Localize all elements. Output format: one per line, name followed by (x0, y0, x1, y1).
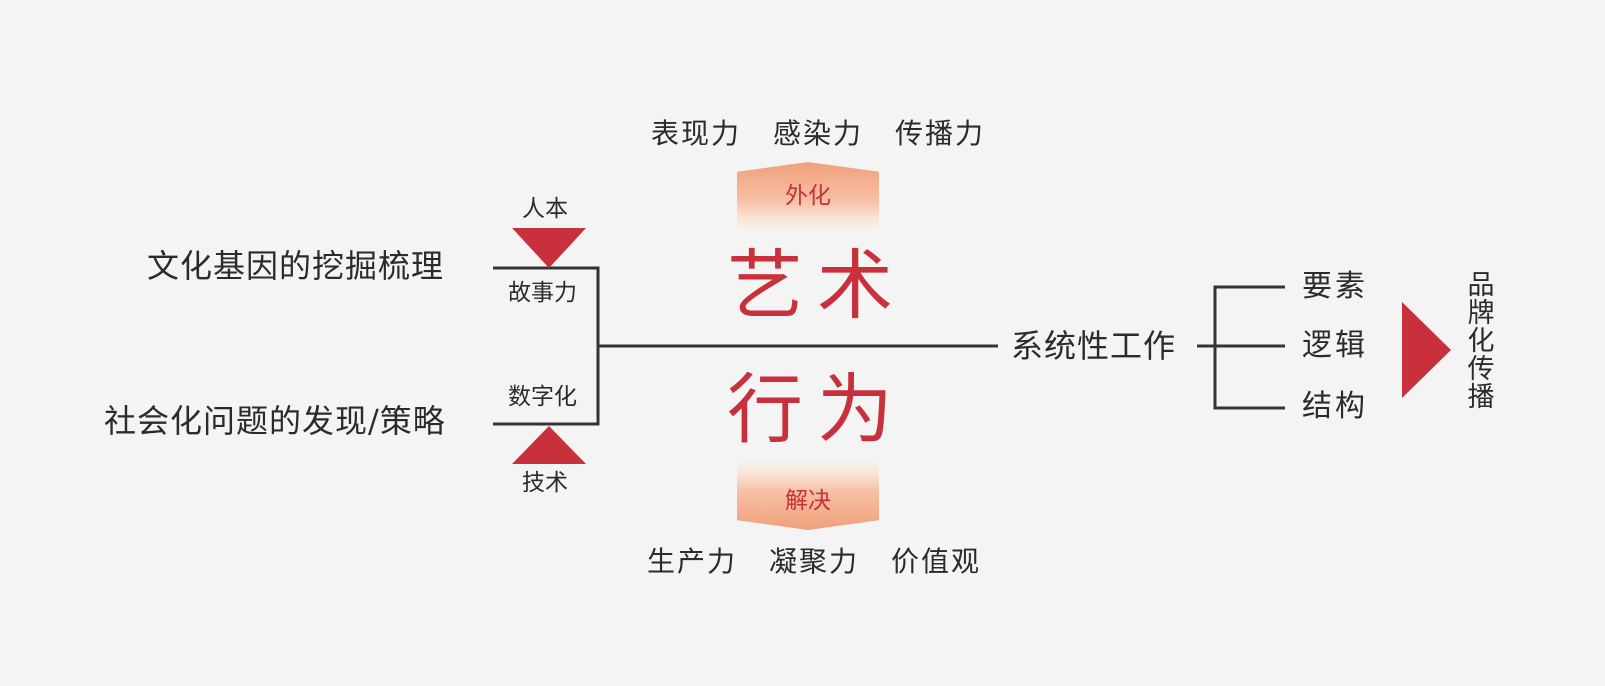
systematic-work-label: 系统性工作 (1011, 327, 1177, 365)
top-branch-tag: 故事力 (508, 280, 577, 306)
keyword-top-1: 表现力 (651, 117, 742, 150)
solve-arrow-label: 解决 (785, 488, 831, 514)
right-item-structure: 结构 (1302, 389, 1368, 424)
top-marker-label: 人本 (522, 196, 568, 222)
right-triangle-arrow (1402, 302, 1451, 398)
bottom-marker-label: 技术 (522, 470, 568, 496)
right-item-elements: 要素 (1302, 269, 1368, 304)
keyword-top-2: 感染力 (773, 117, 864, 150)
outward-arrow-label: 外化 (785, 183, 831, 209)
left-top-label: 文化基因的挖掘梳理 (147, 247, 445, 285)
up-triangle-marker (512, 426, 586, 464)
behavior-title: 行为 (727, 365, 907, 454)
right-item-logic: 逻辑 (1302, 328, 1368, 363)
keyword-top-3: 传播力 (895, 117, 986, 150)
keyword-bottom-1: 生产力 (647, 545, 738, 578)
keyword-bottom-3: 价值观 (891, 545, 982, 578)
brand-communication-label: 品牌化传播 (1467, 270, 1495, 413)
solve-arrow-shape: 解决 (737, 460, 879, 530)
down-triangle-marker (512, 228, 586, 268)
left-bottom-label: 社会化问题的发现/策略 (104, 402, 446, 440)
bottom-branch-tag: 数字化 (508, 384, 577, 410)
bottom-keywords-row: 生产力凝聚力价值观 (647, 548, 1013, 576)
keyword-bottom-2: 凝聚力 (769, 545, 860, 578)
art-title: 艺术 (727, 241, 907, 330)
outward-arrow-shape: 外化 (737, 162, 879, 232)
top-keywords-row: 表现力感染力传播力 (651, 120, 1017, 148)
